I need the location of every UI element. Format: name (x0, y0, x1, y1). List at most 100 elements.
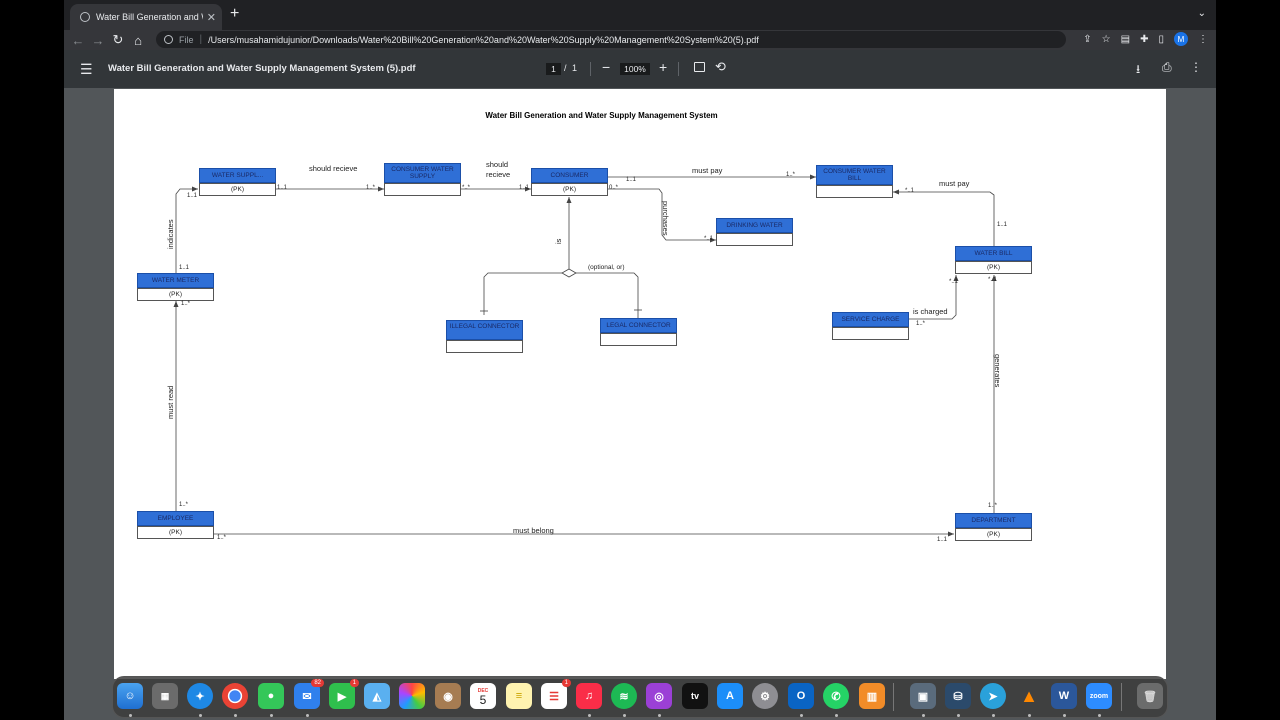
tab-search-icon[interactable]: ⌄ (1197, 8, 1206, 19)
sidepanel-icon[interactable]: ▯ (1158, 33, 1164, 45)
podcasts-icon[interactable]: ◎ (646, 683, 672, 709)
entity-consumer-water-supply-attr (384, 183, 461, 196)
books-icon[interactable]: ▥ (859, 683, 885, 709)
vlc-icon[interactable]: ▲ (1020, 685, 1038, 706)
finder-icon[interactable]: ☺ (117, 683, 143, 709)
rel-must-belong: must belong (513, 526, 554, 535)
reload-icon[interactable]: ↻ (112, 32, 124, 47)
word-icon[interactable]: W (1051, 683, 1077, 709)
appletv-icon[interactable]: tv (682, 683, 708, 709)
zoom-level-input[interactable]: 100% (620, 63, 650, 75)
photos-icon[interactable] (399, 683, 425, 709)
mail-icon[interactable]: ✉82 (294, 679, 324, 709)
arrowhead (192, 186, 198, 192)
running-indicator (992, 714, 995, 717)
profile-avatar[interactable]: M (1174, 32, 1188, 46)
messages-icon[interactable]: ● (258, 683, 284, 709)
running-indicator (1063, 714, 1066, 717)
outlook-icon[interactable]: O (788, 683, 814, 709)
entity-illegal-connector-title[interactable]: ILLEGAL CONNECTOR (446, 320, 523, 340)
calendar-month: DEC (477, 688, 489, 694)
info-icon[interactable] (164, 35, 173, 44)
home-icon[interactable]: ⌂ (134, 32, 142, 48)
rel-must-pay-1: must pay (692, 166, 723, 175)
forward-icon[interactable]: → (91, 32, 105, 48)
line-con-dw (608, 188, 716, 241)
fit-page-icon[interactable] (694, 62, 705, 72)
system-settings-icon[interactable]: ⚙ (752, 683, 778, 709)
globe-icon (80, 12, 90, 22)
page-number-input[interactable]: 1 (546, 63, 561, 75)
running-indicator (199, 714, 202, 717)
address-bar[interactable]: File | /Users/musahamidujunior/Downloads… (156, 31, 1066, 48)
rel-must-read: must read (166, 385, 175, 419)
launchpad-icon[interactable]: ▦ (152, 683, 178, 709)
preview-icon[interactable]: ▣ (910, 683, 936, 709)
entity-employee-attr: (PK) (137, 526, 214, 539)
running-indicator (306, 714, 309, 717)
running-indicator (658, 714, 661, 717)
entity-water-supply-title[interactable]: WATER SUPPL... (199, 168, 276, 183)
calendar-day: 5 (479, 693, 487, 707)
line-sc-wb (909, 275, 957, 320)
entity-drinking-water-title[interactable]: DRINKING WATER (716, 218, 793, 233)
extensions-icon[interactable]: ✚ (1140, 33, 1149, 45)
entity-legal-connector-title[interactable]: LEGAL CONNECTOR (600, 318, 677, 333)
tab-active[interactable]: Water Bill Generation and Water Supply M… (70, 4, 222, 30)
chrome-icon[interactable] (222, 683, 248, 709)
telegram-icon[interactable]: ➤ (980, 683, 1006, 709)
rel-should-recieve-2b: recieve (486, 170, 511, 179)
facetime-icon[interactable]: ▶1 (329, 679, 359, 709)
url-text[interactable]: /Users/musahamidujunior/Downloads/Water%… (208, 34, 759, 45)
safari-icon[interactable]: ✦ (187, 683, 213, 709)
url-separator: | (199, 34, 203, 45)
entity-water-bill-title[interactable]: WATER BILL (955, 246, 1032, 261)
more-options-icon[interactable]: ⋮ (1190, 60, 1202, 74)
back-icon[interactable]: ← (71, 32, 85, 48)
entity-service-charge-title[interactable]: SERVICE CHARGE (832, 312, 909, 327)
running-indicator (270, 714, 273, 717)
toolbar-icons: ⇪ ☆ ▤ ✚ ▯ M ⋮ (1083, 32, 1208, 46)
contacts-icon[interactable]: ◉ (435, 683, 461, 709)
running-indicator (957, 714, 960, 717)
share-icon[interactable]: ⇪ (1083, 33, 1092, 45)
download-icon[interactable]: ⭳ (1136, 62, 1141, 76)
new-tab-button[interactable]: + (230, 5, 240, 22)
appstore-icon[interactable]: A (717, 683, 743, 709)
entity-employee-title[interactable]: EMPLOYEE (137, 511, 214, 526)
entity-consumer-water-supply-title[interactable]: CONSUMER WATER SUPPLY (384, 163, 461, 183)
card-wm-top: 1..1 (179, 265, 190, 271)
bookmark-star-icon[interactable]: ☆ (1101, 33, 1111, 45)
card-wb-bottom-right: *..1 (988, 277, 998, 283)
entity-consumer-title[interactable]: CONSUMER (531, 168, 608, 183)
entity-water-supply-attr: (PK) (199, 183, 276, 196)
rel-indicates: indicates (166, 219, 175, 249)
rotate-icon[interactable]: ⟲ (715, 59, 726, 74)
page-separator: / (564, 63, 567, 73)
trash-icon[interactable]: 🗑 (1137, 683, 1163, 709)
zoom-icon[interactable]: zoom (1086, 683, 1112, 709)
maps-icon[interactable]: ◭ (364, 683, 390, 709)
mysql-workbench-icon[interactable]: ⛁ (945, 683, 971, 709)
reminders-icon[interactable]: ☰1 (541, 679, 571, 709)
reader-icon[interactable]: ▤ (1120, 33, 1131, 45)
running-indicator (1098, 714, 1101, 717)
entity-consumer-water-bill-title[interactable]: CONSUMER WATER BILL (816, 165, 893, 185)
zoom-out-button[interactable]: − (602, 59, 611, 75)
menu-kebab-icon[interactable]: ⋮ (1198, 33, 1208, 45)
entity-department-title[interactable]: DEPARTMENT (955, 513, 1032, 528)
inheritance-diamond (561, 268, 577, 278)
whatsapp-icon[interactable]: ✆ (823, 683, 849, 709)
spotify-icon[interactable]: ≋ (611, 683, 637, 709)
entity-water-bill-attr: (PK) (955, 261, 1032, 274)
notes-icon[interactable]: ≡ (506, 683, 532, 709)
zoom-in-button[interactable]: + (659, 59, 668, 75)
rel-is: is (554, 238, 563, 244)
print-icon[interactable]: ⎙ (1162, 60, 1172, 74)
hamburger-menu-icon[interactable]: ☰ (80, 61, 93, 77)
entity-water-meter-title[interactable]: WATER METER (137, 273, 214, 288)
card-dept-left: 1..1 (937, 537, 948, 543)
close-tab-icon[interactable]: ✕ (206, 11, 216, 24)
music-icon[interactable]: ♫ (576, 683, 602, 709)
